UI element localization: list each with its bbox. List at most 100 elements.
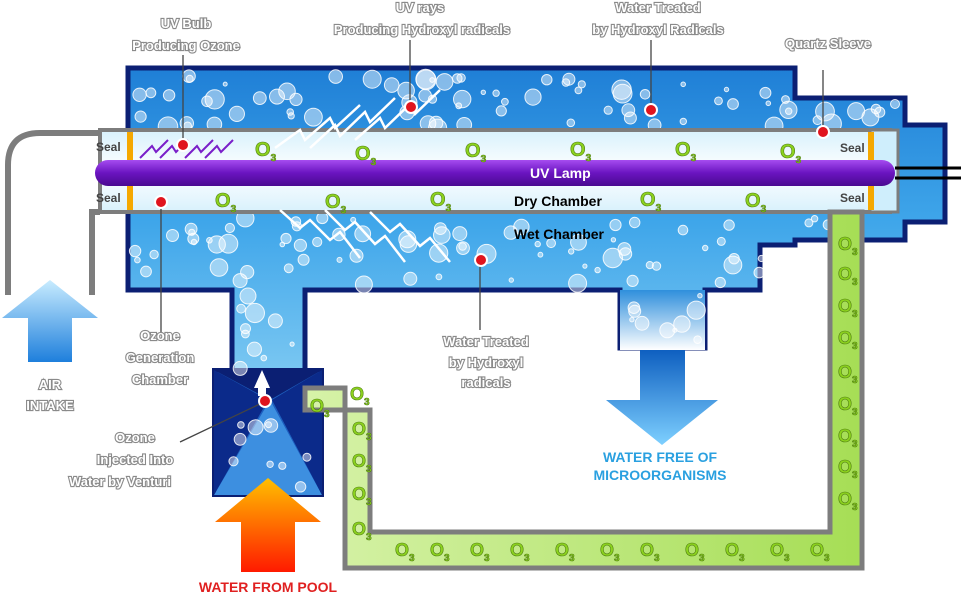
bubble (232, 360, 248, 376)
bubble (810, 215, 819, 223)
bubble (233, 432, 247, 446)
air-intake-label-1: AIR (39, 377, 62, 392)
uv-lamp-label: UV Lamp (530, 165, 591, 181)
bubble (427, 94, 438, 104)
bubble (458, 242, 467, 251)
air-intake-label-2: INTAKE (26, 398, 74, 413)
bubble (480, 89, 486, 96)
bubble (651, 261, 662, 271)
bubble (679, 117, 687, 126)
bubble (415, 68, 436, 90)
bubble (686, 300, 706, 320)
uv-rays-label-2: Producing Hydroxyl radicals (334, 22, 510, 37)
bubble (354, 275, 373, 294)
bubble (328, 69, 344, 84)
bubble (570, 233, 587, 251)
bubble (241, 329, 250, 339)
seal-left-bottom (127, 185, 133, 210)
dry-chamber-label: Dry Chamber (514, 193, 602, 209)
bubble (236, 303, 247, 314)
marker-venturi (258, 394, 272, 408)
bubble (453, 89, 472, 109)
bubble (204, 89, 225, 110)
bubble (349, 248, 364, 263)
water-treated-top-label-2: by Hydroxyl Radicals (592, 22, 724, 37)
bubble (702, 244, 709, 252)
bubble (716, 236, 726, 246)
uv-ray-bolts (274, 89, 451, 263)
bubble (294, 481, 307, 493)
bubble (697, 293, 703, 299)
quartz-sleeve-label: Quartz Sleeve (785, 36, 871, 51)
bubble (240, 265, 255, 280)
bubble (228, 456, 239, 467)
bubble (239, 287, 257, 305)
ozone-injected-label-2: Injected Into (97, 452, 174, 467)
bubble (132, 87, 147, 103)
bubble (418, 88, 432, 103)
bubble (568, 248, 575, 255)
ozone-gen-label-1: Ozone (140, 328, 180, 343)
bubble (222, 81, 228, 87)
seals: Seal Seal Seal Seal (96, 132, 874, 210)
bubble (779, 100, 798, 120)
bubble (278, 82, 296, 101)
water-treated-bottom-label-2: by Hydroxyl (449, 355, 523, 370)
bubble (224, 222, 235, 234)
bubble (244, 302, 265, 324)
bubble (723, 86, 730, 93)
bubble (677, 224, 689, 236)
bubble (316, 211, 329, 225)
bubble (145, 87, 157, 99)
bubble (429, 243, 449, 263)
bubble (354, 225, 372, 243)
bubble (623, 111, 637, 125)
bubble (435, 73, 454, 91)
bubble (680, 81, 687, 88)
bubble (693, 335, 702, 345)
water-from-pool-arrow (215, 478, 321, 572)
bubble (765, 100, 772, 107)
uv-bulb-label-1: UV Bulb (161, 16, 212, 31)
bubble (621, 103, 636, 118)
bubble (534, 240, 541, 248)
water-treated-top-label-1: Water Treated (615, 0, 701, 15)
bubble (297, 253, 310, 266)
bubble (723, 219, 735, 231)
bubble (456, 241, 470, 256)
bubble (260, 354, 268, 362)
bubble (134, 256, 141, 264)
bubble (304, 107, 323, 127)
bubble (574, 86, 583, 95)
bubble (332, 227, 346, 242)
bubble (302, 452, 312, 462)
air-intake-arrow (2, 280, 98, 362)
water-treated-bottom-label-1: Water Treated (443, 334, 529, 349)
bubble (537, 251, 544, 258)
seal-label-bottom-right: Seal (840, 191, 865, 205)
bubble (383, 77, 400, 93)
bubble (209, 258, 229, 277)
bubble (804, 218, 814, 228)
bubble (629, 317, 635, 323)
bubble (602, 247, 623, 269)
bubble (815, 101, 835, 122)
wet-chamber-label: Wet Chamber (514, 226, 605, 242)
bubble (201, 95, 213, 108)
bubble (659, 322, 676, 339)
marker-water-treated-top (644, 103, 658, 117)
bubble (727, 98, 739, 110)
uv-bulb-label-2: Producing Ozone (132, 38, 240, 53)
marker-quartz-sleeve (816, 125, 830, 139)
marker-ozone-gen (154, 195, 168, 209)
bubble (128, 244, 142, 258)
marker-uv-bulb (176, 138, 190, 152)
bubble (639, 89, 651, 100)
water-treated-bottom-label-3: radicals (461, 375, 510, 390)
bubble (166, 229, 179, 242)
bubble (561, 78, 571, 87)
bubble (206, 237, 213, 244)
ozone-injected-label-1: Ozone (115, 430, 155, 445)
bubble (753, 266, 766, 279)
bubble (287, 112, 295, 120)
